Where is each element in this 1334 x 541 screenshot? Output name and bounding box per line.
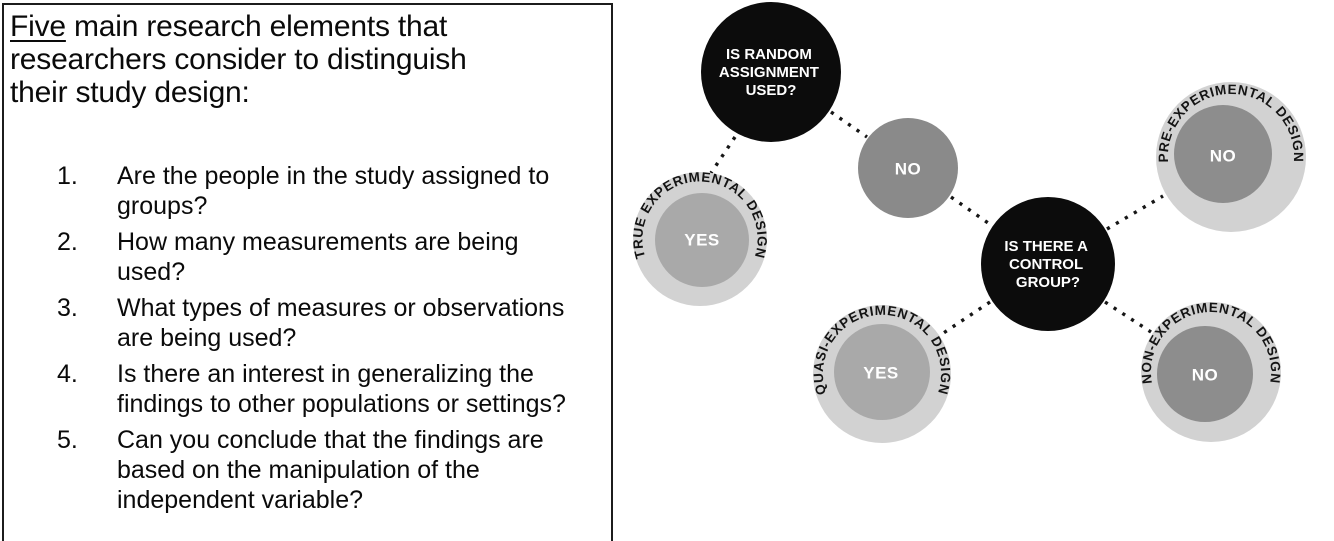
list-item-2-line-2: used? [117, 258, 186, 286]
connector-control-to-pre [1106, 194, 1164, 231]
quasi-experimental-answer: YES [863, 364, 899, 383]
node-is-there-a-control-group: IS THERE A CONTROL GROUP? [981, 197, 1115, 331]
control-group-line-2: CONTROL [1009, 256, 1083, 273]
control-group-line-3: GROUP? [1016, 274, 1080, 291]
true-experimental-answer: YES [684, 231, 720, 250]
panel-title-line-1-rest: main research elements that [65, 10, 448, 43]
list-item-5-line-1: Can you conclude that the findings are [117, 426, 544, 454]
node-is-random-assignment-used: IS RANDOM ASSIGNMENT USED? [701, 2, 841, 142]
list-item-5: 5. Can you conclude that the findings ar… [4, 425, 611, 515]
list-item-5-line-3: independent variable? [117, 486, 364, 514]
list-item-3-line-1: What types of measures or observations [117, 294, 565, 322]
list-item-4-line-2: findings to other populations or setting… [117, 390, 566, 418]
node-no-answer: NO [858, 118, 958, 218]
node-true-experimental-design: TRUE EXPERIMENTAL DESIGN YES [630, 169, 769, 306]
control-group-line-1: IS THERE A [1004, 238, 1088, 255]
non-experimental-answer: NO [1192, 366, 1219, 385]
panel-title-line-3: their study design: [10, 76, 250, 109]
node-quasi-experimental-design: QUASI-EXPERIMENTAL DESIGN YES [811, 303, 953, 443]
node-pre-experimental-design: PRE-EXPERIMENTAL DESIGN NO [1156, 82, 1306, 232]
list-item-3-number: 3. [57, 294, 78, 322]
control-group-circle [981, 197, 1115, 331]
quasi-experimental-inner-circle [834, 324, 930, 420]
list-item-3: 3. What types of measures or observation… [4, 293, 611, 353]
panel-title-line-1: Five main research elements that [10, 10, 611, 43]
no-answer-label: NO [895, 160, 922, 179]
list-item-1-line-1: Are the people in the study assigned to [117, 162, 550, 190]
list-item-4-number: 4. [57, 360, 78, 388]
true-experimental-inner-circle [655, 193, 749, 287]
list-item-2-line-1: How many measurements are being [117, 228, 519, 256]
list-item-1-line-2: groups? [117, 192, 208, 220]
random-assignment-line-3: USED? [746, 82, 797, 99]
pre-experimental-answer: NO [1210, 147, 1237, 166]
control-group-question: IS THERE A CONTROL GROUP? [1004, 238, 1091, 291]
list-item-4-line-1: Is there an interest in generalizing the [117, 360, 534, 388]
research-elements-panel: Five main research elements that researc… [2, 3, 613, 541]
panel-title-underlined-word: Five [10, 10, 66, 43]
connector-random-to-true [709, 136, 737, 174]
list-item-2-number: 2. [57, 228, 78, 256]
list-item-3-line-2: are being used? [117, 324, 297, 352]
list-item-5-number: 5. [57, 426, 78, 454]
panel-title-line-2: researchers consider to distinguish [10, 43, 467, 76]
non-experimental-inner-circle [1157, 326, 1253, 422]
no-answer-circle [858, 118, 958, 218]
list-item-2: 2. How many measurements are being used? [4, 227, 611, 287]
random-assignment-question: IS RANDOM ASSIGNMENT USED? [719, 46, 823, 99]
random-assignment-circle [701, 2, 841, 142]
list-item-1: 1. Are the people in the study assigned … [4, 161, 611, 221]
connector-control-to-non [1104, 300, 1152, 334]
random-assignment-line-2: ASSIGNMENT [719, 64, 819, 81]
list-item-1-number: 1. [57, 162, 78, 190]
list-item-5-line-2: based on the manipulation of the [117, 456, 480, 484]
random-assignment-line-1: IS RANDOM [726, 46, 812, 63]
connector-control-to-quasi [941, 300, 991, 336]
connector-no-to-control [950, 195, 992, 227]
pre-experimental-inner-circle [1174, 105, 1272, 203]
list-item-4: 4. Is there an interest in generalizing … [4, 359, 611, 419]
connector-random-to-no [830, 110, 868, 139]
node-non-experimental-design: NON-EXPERIMENTAL DESIGN NO [1139, 300, 1283, 442]
research-questions-list: 1. Are the people in the study assigned … [4, 161, 611, 515]
panel-title: Five main research elements that researc… [10, 10, 611, 109]
